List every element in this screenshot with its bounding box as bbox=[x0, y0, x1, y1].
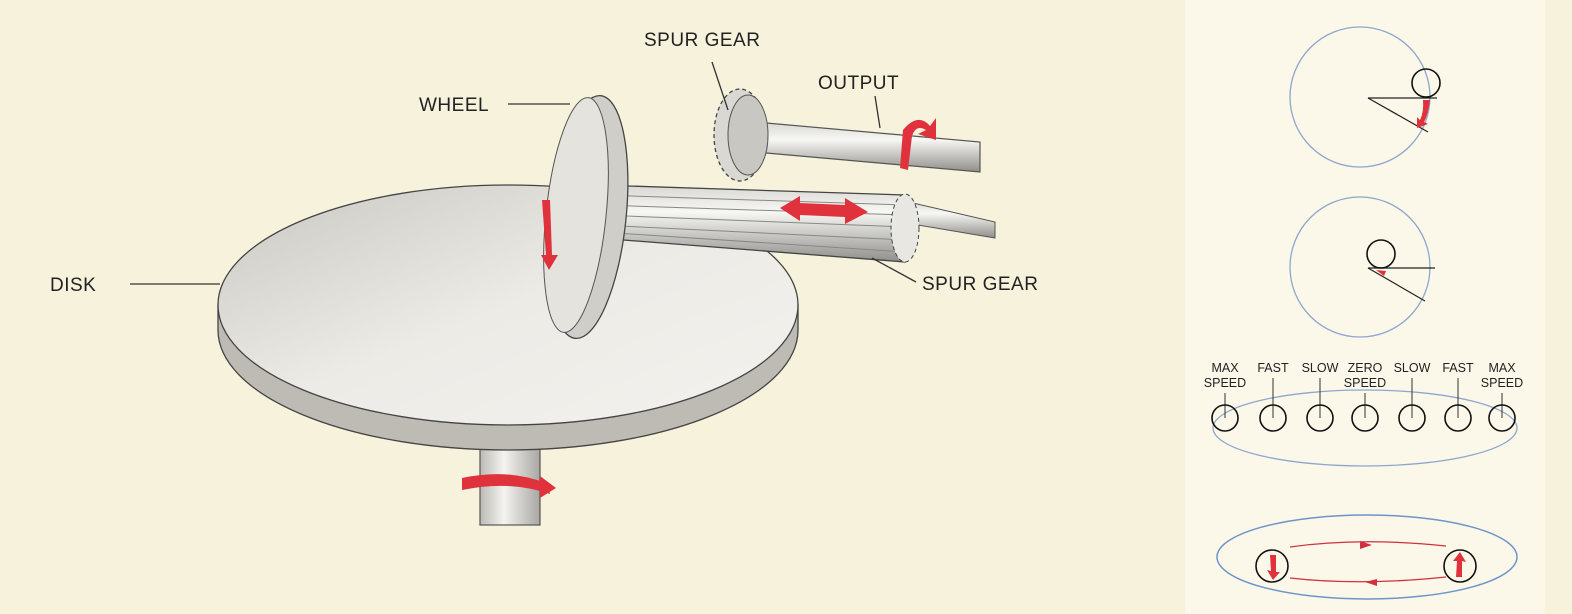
wheel-position-circle bbox=[1444, 404, 1472, 432]
speed-label-line1: ZERO bbox=[1348, 361, 1383, 375]
rotation-direction-diagram bbox=[1216, 514, 1518, 600]
label-wheel: WHEEL bbox=[419, 95, 489, 116]
arrow-right-icon bbox=[1360, 541, 1372, 549]
speed-label-line1: FAST bbox=[1257, 361, 1289, 375]
wheel bbox=[541, 94, 629, 340]
slide-arrow-icon bbox=[780, 196, 868, 224]
wheel-rotation-arrow-icon bbox=[541, 200, 558, 270]
wheel-right bbox=[1443, 549, 1477, 583]
spline-gear-shaft bbox=[597, 184, 996, 263]
speed-label-line1: MAX bbox=[1488, 361, 1516, 375]
speed-position-4: SLOW bbox=[1394, 361, 1431, 432]
wheel-left bbox=[1255, 549, 1289, 583]
wheel-position-circle bbox=[1211, 404, 1239, 432]
output-shaft bbox=[745, 118, 981, 173]
speed-position-5: FAST bbox=[1442, 361, 1474, 432]
speed-positions-diagram bbox=[1212, 389, 1518, 467]
label-spur-gear-top: SPUR GEAR bbox=[644, 30, 760, 51]
wheel-position-circle bbox=[1398, 404, 1426, 432]
speed-label-line2: SPEED bbox=[1204, 376, 1246, 390]
speed-label-line2: SPEED bbox=[1344, 376, 1386, 390]
max-speed-position-diagram bbox=[1289, 26, 1441, 168]
wheel-position-circle bbox=[1351, 404, 1379, 432]
up-arrow-icon bbox=[1453, 552, 1466, 577]
speed-position-2: SLOW bbox=[1302, 361, 1339, 432]
spur-gear-top bbox=[713, 88, 769, 182]
label-disk: DISK bbox=[50, 275, 96, 296]
wheel-position-circle bbox=[1488, 404, 1516, 432]
arrow-left-icon bbox=[1365, 579, 1377, 586]
label-output: OUTPUT bbox=[818, 73, 899, 94]
disk bbox=[217, 184, 799, 451]
speed-label-line1: SLOW bbox=[1302, 361, 1339, 375]
speed-position-1: FAST bbox=[1257, 361, 1289, 432]
zero-speed-position-diagram bbox=[1289, 196, 1435, 338]
speed-label-line1: MAX bbox=[1211, 361, 1239, 375]
speed-label-line1: SLOW bbox=[1394, 361, 1431, 375]
label-spur-gear-bottom: SPUR GEAR bbox=[922, 274, 1038, 295]
output-rotation-arrow-icon bbox=[900, 118, 936, 170]
wheel-position-circle bbox=[1306, 404, 1334, 432]
wheel-position-circle bbox=[1259, 404, 1287, 432]
side-panel-background bbox=[1185, 0, 1545, 614]
leader-lines bbox=[130, 61, 917, 285]
small-rotation-arrow-icon bbox=[1376, 270, 1386, 276]
speed-label-line2: SPEED bbox=[1481, 376, 1523, 390]
rotation-arrow-icon bbox=[462, 474, 550, 494]
down-arrow-icon bbox=[1267, 555, 1280, 580]
speed-label-line1: FAST bbox=[1442, 361, 1474, 375]
rotation-arrow-icon bbox=[1417, 100, 1430, 128]
